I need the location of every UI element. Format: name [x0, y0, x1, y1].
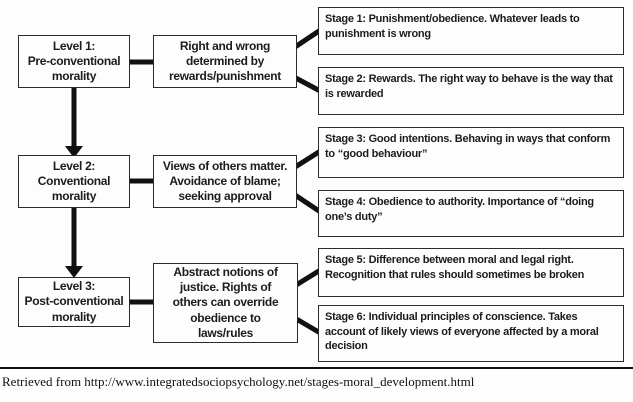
stage-3-box: Stage 3: Good intentions. Behaving in wa… — [318, 127, 624, 178]
level-3-description-box: Abstract notions of justice. Rights of o… — [153, 263, 298, 343]
connector-description2-stage4 — [289, 190, 325, 216]
footer-divider: Retrieved from http://www.integratedsoci… — [0, 367, 633, 402]
level-2-box: Level 2: Conventional morality — [18, 155, 130, 208]
stage-2-box: Stage 2: Rewards. The right way to behav… — [318, 67, 624, 115]
down-arrow-level2-to-level3 — [65, 206, 83, 278]
stage-1-box: Stage 1: Punishment/obedience. Whatever … — [318, 7, 624, 55]
stage-4-box: Stage 4: Obedience to authority. Importa… — [318, 190, 624, 237]
connector-description1-stage2 — [289, 73, 325, 95]
level-1-box: Level 1: Pre-conventional morality — [18, 35, 130, 88]
level-3-box: Level 3: Post-conventional morality — [18, 277, 130, 327]
down-arrow-level1-to-level2 — [65, 86, 83, 158]
connector-description1-stage1 — [289, 26, 325, 52]
stage-6-box: Stage 6: Individual principles of consci… — [318, 305, 624, 362]
source-citation: Retrieved from http://www.integratedsoci… — [2, 374, 475, 389]
level-1-description-box: Right and wrong determined by rewards/pu… — [153, 35, 297, 88]
connector-description2-stage3 — [289, 147, 325, 172]
level-2-description-box: Views of others matter. Avoidance of bla… — [153, 155, 297, 208]
stage-5-box: Stage 5: Difference between moral and le… — [318, 248, 624, 297]
